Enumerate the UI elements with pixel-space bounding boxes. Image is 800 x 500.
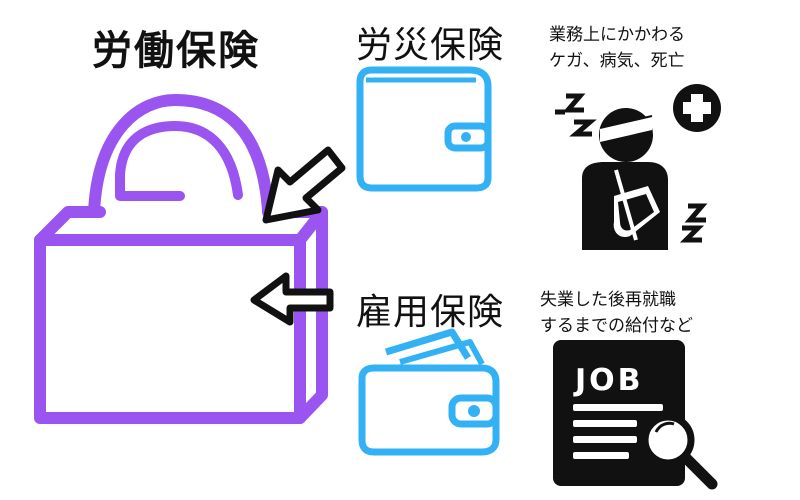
rousai-description: 業務上にかかわる ケガ、病気、死亡	[549, 22, 685, 74]
rousai-description-line-2: ケガ、病気、死亡	[549, 51, 685, 71]
koyou-description: 失業した後再就職 するまでの給付など	[540, 287, 693, 339]
rousai-description-line-1: 業務上にかかわる	[549, 25, 685, 45]
job-label: JOB	[573, 363, 644, 398]
koyou-title: 雇用保険	[356, 292, 505, 333]
rousai-title: 労災保険	[356, 25, 505, 66]
koyou-description-line-1: 失業した後再就職	[540, 290, 676, 310]
main-title: 労働保険	[92, 28, 260, 74]
koyou-description-line-2: するまでの給付など	[540, 316, 693, 336]
